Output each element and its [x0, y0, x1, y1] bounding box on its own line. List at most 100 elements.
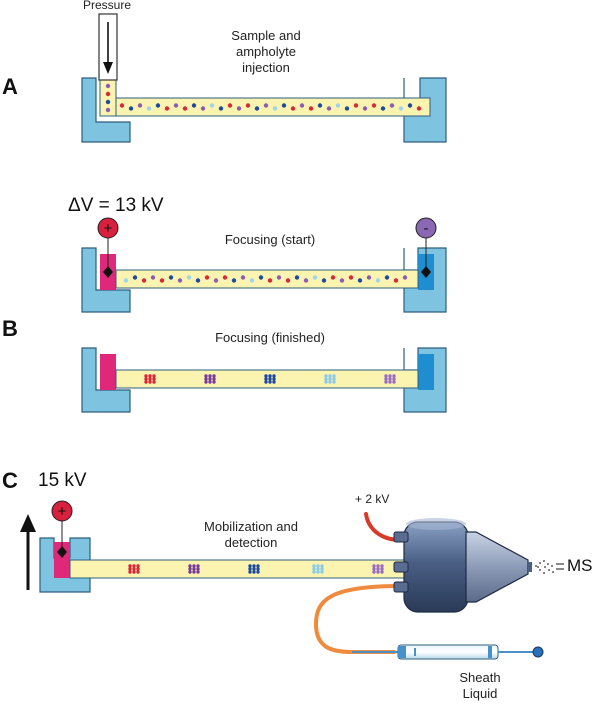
catholyte [418, 354, 434, 390]
sample-dot [236, 106, 242, 111]
focused-zone-dot [384, 380, 388, 384]
focused-zone-dot [268, 374, 272, 378]
sample-dot [173, 103, 179, 108]
spray-droplet [539, 562, 541, 564]
sample-dot [128, 106, 134, 111]
panel-b-start: + - [81, 217, 447, 313]
focused-zone-dot [196, 570, 200, 574]
focused-zone-dot [252, 564, 256, 568]
focused-zone-dot [208, 377, 212, 381]
anode-electrode [97, 217, 119, 239]
focused-zone-dot [256, 570, 260, 574]
focused-zone-dot [272, 380, 276, 384]
sample-dot [308, 106, 314, 111]
sample-dot [209, 103, 215, 108]
focused-zone-dot [152, 374, 156, 378]
caption-c-line2: detection [224, 535, 278, 550]
spray-droplet [535, 565, 537, 567]
anolyte [100, 354, 116, 390]
spray-droplet [551, 565, 553, 567]
caption-a: Sample and ampholyte injection [206, 28, 326, 76]
anode-electrode [51, 500, 73, 522]
sample-dot [285, 278, 291, 283]
sample-dot [263, 103, 269, 108]
sample-dot [159, 278, 165, 283]
focused-zone-dot [252, 567, 256, 571]
sheath-line1: Sheath [459, 670, 501, 685]
focused-zone-dot [196, 564, 200, 568]
sample-dot [204, 275, 210, 280]
capillary [115, 269, 419, 289]
focused-zone-dot [128, 570, 132, 574]
focused-zone-dot [380, 564, 384, 568]
sheath-liquid-label: Sheath Liquid [440, 670, 520, 702]
sample-dot [222, 275, 228, 280]
sample-dot [362, 106, 368, 111]
sample-dot [245, 103, 251, 108]
sample-dot [240, 275, 246, 280]
focused-zone-dot [212, 374, 216, 378]
sample-dot [366, 275, 372, 280]
focused-zone-dot [208, 374, 212, 378]
sample-dot [155, 103, 161, 108]
pressure-arrow-head [103, 62, 113, 74]
sample-dot [384, 275, 390, 280]
raise-arrow-head [20, 514, 36, 532]
focused-zone-dot [320, 564, 324, 568]
sample-dot [312, 275, 318, 280]
electrospray-plume [535, 560, 554, 574]
anode-tip [57, 546, 67, 558]
focused-zone-dot [376, 564, 380, 568]
focused-zone-dot [132, 564, 136, 568]
focused-zone-dot [268, 380, 272, 384]
focused-zone-dot [212, 377, 216, 381]
focused-zone-dot [312, 564, 316, 568]
focused-zone-dot [144, 374, 148, 378]
focused-zone-dot [392, 380, 396, 384]
focused-zone-dot [372, 567, 376, 571]
focused-zone-dot [248, 570, 252, 574]
sample-dot [267, 278, 273, 283]
focused-zone-dot [328, 380, 332, 384]
sample-dot [213, 278, 219, 283]
sample-dot [380, 106, 386, 111]
focused-zone-dot [332, 380, 336, 384]
focused-zone-dot [128, 564, 132, 568]
sample-dot [200, 106, 206, 111]
focused-zone-dot [132, 570, 136, 574]
sample-dot [357, 278, 363, 283]
sample-dot [123, 278, 129, 283]
focused-zone-dot [328, 377, 332, 381]
sample-dot [281, 103, 287, 108]
spray-droplet [544, 566, 546, 568]
sample-dot [249, 278, 255, 283]
focused-zone-dot [248, 567, 252, 571]
sample-dot [191, 103, 197, 108]
esi-interface [393, 518, 532, 613]
focused-zone-dot [320, 567, 324, 571]
caption-a-line1: Sample and [231, 28, 301, 43]
sample-dot [375, 278, 381, 283]
sample-dot [254, 106, 260, 111]
cathode-electrode [415, 217, 437, 239]
sample-dot [371, 103, 377, 108]
sample-dots [123, 275, 408, 283]
cathode-tip [421, 266, 431, 278]
focused-zone-dot [388, 377, 392, 381]
sample-dot [182, 106, 188, 111]
focused-zone-dot [192, 570, 196, 574]
panel-letter-c: C [2, 468, 18, 493]
focused-zone-dot [372, 570, 376, 574]
focused-zone-dot [208, 380, 212, 384]
sheath-liquid-tube [313, 584, 402, 654]
sample-dot [105, 107, 111, 113]
focused-zone-dot [204, 374, 208, 378]
focused-zone-dot [148, 377, 152, 381]
spray-droplet [537, 566, 539, 568]
focused-zone-dot [264, 377, 268, 381]
focused-zone-dot [392, 377, 396, 381]
sample-dot [317, 103, 323, 108]
focused-zone-dot [312, 567, 316, 571]
sample-dot [290, 106, 296, 111]
focused-zone-dot [388, 380, 392, 384]
